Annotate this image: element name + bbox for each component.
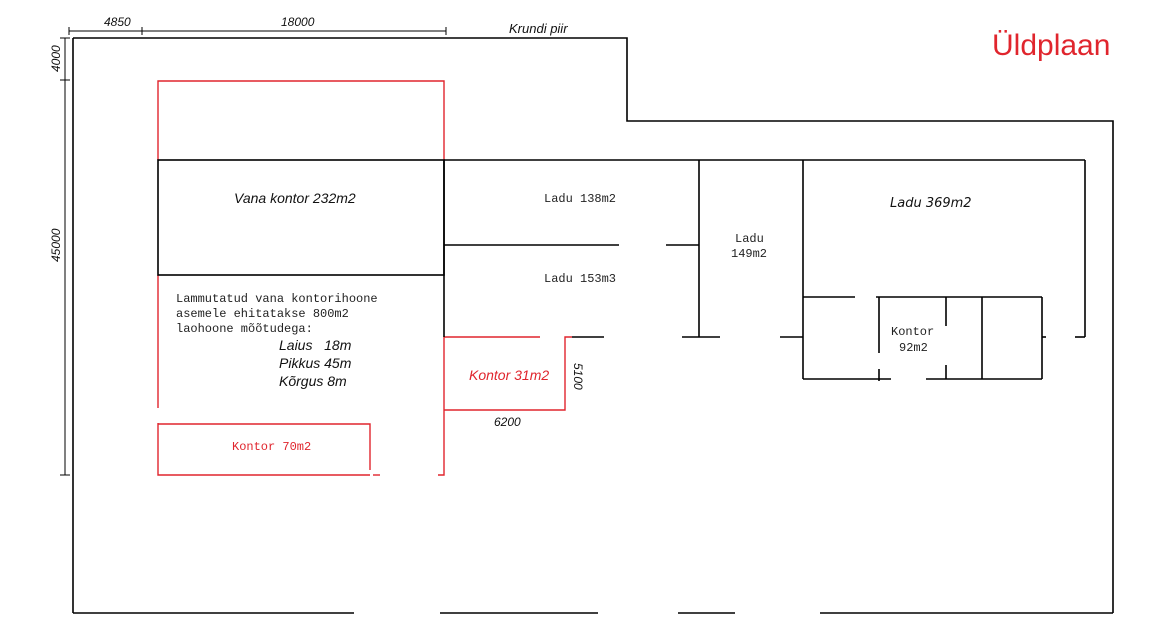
room-label-ladu-149-line2: 149m2: [731, 247, 767, 261]
plan-title: Üldplaan: [992, 29, 1110, 62]
dim-label-4000: 4000: [49, 45, 63, 72]
new-warehouse-top: [157, 80, 445, 160]
note-line: laohoone mõõtudega:: [176, 322, 313, 336]
new-building-outline: [157, 80, 572, 476]
room-label-kontor-92-line2: 92m2: [899, 341, 928, 355]
dim-label-6200: 6200: [494, 415, 521, 429]
note-spec-width: Laius 18m: [279, 337, 352, 353]
room-label-vana-kontor: Vana kontor 232m2: [234, 190, 356, 206]
kontor-31-outline: [438, 336, 540, 476]
dim-label-45000: 45000: [49, 228, 63, 262]
room-label-ladu-149-line1: Ladu: [735, 232, 764, 246]
room-label-kontor-70: Kontor 70m2: [232, 440, 311, 454]
kontor-31-outline: [444, 336, 572, 411]
dim-label-18000: 18000: [281, 15, 315, 29]
boundary-top-wall: [73, 37, 1114, 613]
room-label-kontor-92-line1: Kontor: [891, 325, 934, 339]
room-label-kontor-31: Kontor 31m2: [469, 367, 549, 383]
note-spec-height: Kõrgus 8m: [279, 373, 347, 389]
kontor-70-outline: [158, 423, 371, 470]
boundary-label: Krundi piir: [509, 21, 568, 36]
room-label-ladu-153: Ladu 153m3: [544, 272, 616, 286]
note-spec-length: Pikkus 45m: [279, 355, 352, 371]
plot-boundary: [72, 37, 1114, 614]
vana-kontor-walls: [157, 159, 445, 276]
dimension-lines: [60, 27, 447, 476]
kontor-70-outline: [157, 423, 370, 476]
dim-label-4850: 4850: [104, 15, 131, 29]
building-walls: [157, 159, 1086, 381]
note-line: asemele ehitatakse 800m2: [176, 307, 349, 321]
note-line: Lammutatud vana kontorihoone: [176, 292, 378, 306]
dim-label-5100: 5100: [571, 363, 585, 390]
room-label-ladu-138: Ladu 138m2: [544, 192, 616, 206]
room-label-ladu-369: Ladu 369m2: [890, 196, 972, 211]
